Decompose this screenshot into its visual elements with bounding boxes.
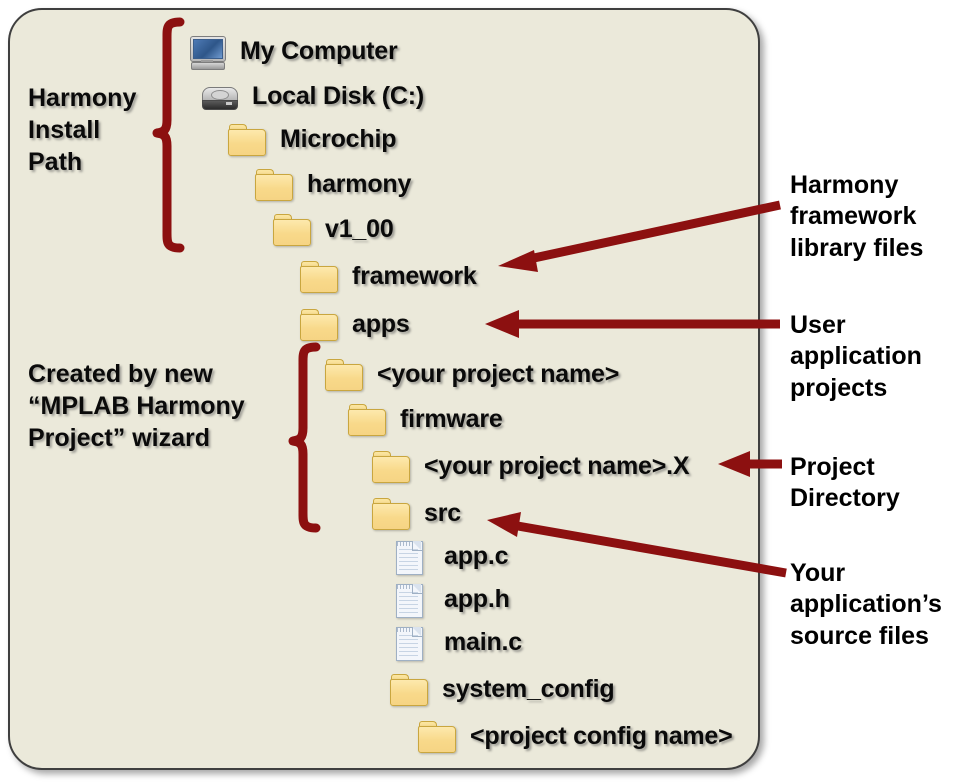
label-created-by-wizard: Created by new “MPLAB Harmony Project” w… <box>28 358 245 454</box>
tree-item-framework[interactable]: framework <box>300 255 477 297</box>
monitor-icon <box>188 35 226 70</box>
folder-icon <box>273 213 311 246</box>
callout-line: Your <box>790 559 846 587</box>
tree-item-app-c[interactable]: app.c <box>392 535 508 577</box>
label-line: Created by new <box>28 360 213 388</box>
tree-item-label: Microchip <box>280 124 397 153</box>
tree-item-label: src <box>424 498 461 527</box>
tree-item-my-computer[interactable]: My Computer <box>188 30 398 72</box>
callout-line: application <box>790 342 922 371</box>
folder-icon <box>372 450 410 483</box>
tree-item-label: <project config name> <box>470 721 733 750</box>
label-harmony-install-path: Harmony Install Path <box>28 82 136 178</box>
tree-item-label: v1_00 <box>325 214 394 243</box>
label-line: Harmony <box>28 84 137 112</box>
folder-icon <box>348 403 386 436</box>
callout-line: Project <box>790 453 875 481</box>
label-line: Path <box>28 148 83 176</box>
tree-item-main-c[interactable]: main.c <box>392 621 522 663</box>
folder-icon <box>228 123 266 156</box>
tree-item-label: app.c <box>444 541 509 570</box>
folder-icon <box>300 308 338 341</box>
folder-icon <box>325 358 363 391</box>
tree-item-label: firmware <box>400 404 503 433</box>
tree-item-your-project-name[interactable]: <your project name> <box>325 353 619 395</box>
label-line: Install <box>28 116 101 144</box>
file-icon <box>392 583 430 618</box>
diagram-card <box>8 8 760 770</box>
tree-item-label: <your project name> <box>377 359 620 388</box>
tree-item-microchip[interactable]: Microchip <box>228 118 396 160</box>
callout-line: User <box>790 311 846 339</box>
callout-user-application-projects: User application projects <box>790 310 922 404</box>
folder-icon <box>372 497 410 530</box>
callout-line: Directory <box>790 484 900 513</box>
tree-item-label: app.h <box>444 584 510 613</box>
tree-item-project-config-name[interactable]: <project config name> <box>418 715 733 757</box>
tree-item-firmware[interactable]: firmware <box>348 398 503 440</box>
folder-icon <box>390 673 428 706</box>
folder-icon <box>418 720 456 753</box>
tree-item-harmony[interactable]: harmony <box>255 163 411 205</box>
callout-project-directory: Project Directory <box>790 452 900 515</box>
callout-line: projects <box>790 373 888 402</box>
callout-line: Harmony <box>790 171 899 199</box>
tree-item-app-h[interactable]: app.h <box>392 578 510 620</box>
tree-item-label: My Computer <box>240 36 398 65</box>
tree-item-label: framework <box>352 261 477 290</box>
tree-item-label: main.c <box>444 627 522 656</box>
folder-icon <box>300 260 338 293</box>
tree-item-label: system_config <box>442 674 615 703</box>
callout-line: library files <box>790 233 924 262</box>
callout-line: application’s <box>790 590 942 619</box>
callout-line: framework <box>790 202 917 231</box>
tree-item-your-project-name-x[interactable]: <your project name>.X <box>372 445 690 487</box>
label-line: Project” wizard <box>28 424 210 452</box>
tree-item-label: <your project name>.X <box>424 451 690 480</box>
disk-icon <box>200 81 238 112</box>
tree-item-v1-00[interactable]: v1_00 <box>273 208 394 250</box>
file-icon <box>392 626 430 661</box>
tree-item-system-config[interactable]: system_config <box>390 668 615 710</box>
tree-item-apps[interactable]: apps <box>300 303 410 345</box>
folder-icon <box>255 168 293 201</box>
tree-item-label: harmony <box>307 169 412 198</box>
callout-line: source files <box>790 621 929 650</box>
tree-item-label: apps <box>352 309 410 338</box>
label-line: “MPLAB Harmony <box>28 392 245 420</box>
tree-item-src[interactable]: src <box>372 492 461 534</box>
tree-item-local-disk[interactable]: Local Disk (C:) <box>200 75 424 117</box>
folder-tree: My Computer Local Disk (C:) Microchip ha… <box>188 30 733 757</box>
tree-item-label: Local Disk (C:) <box>252 81 425 110</box>
file-icon <box>392 540 430 575</box>
callout-your-application-source-files: Your application’s source files <box>790 558 942 652</box>
callout-harmony-framework-library-files: Harmony framework library files <box>790 170 923 264</box>
